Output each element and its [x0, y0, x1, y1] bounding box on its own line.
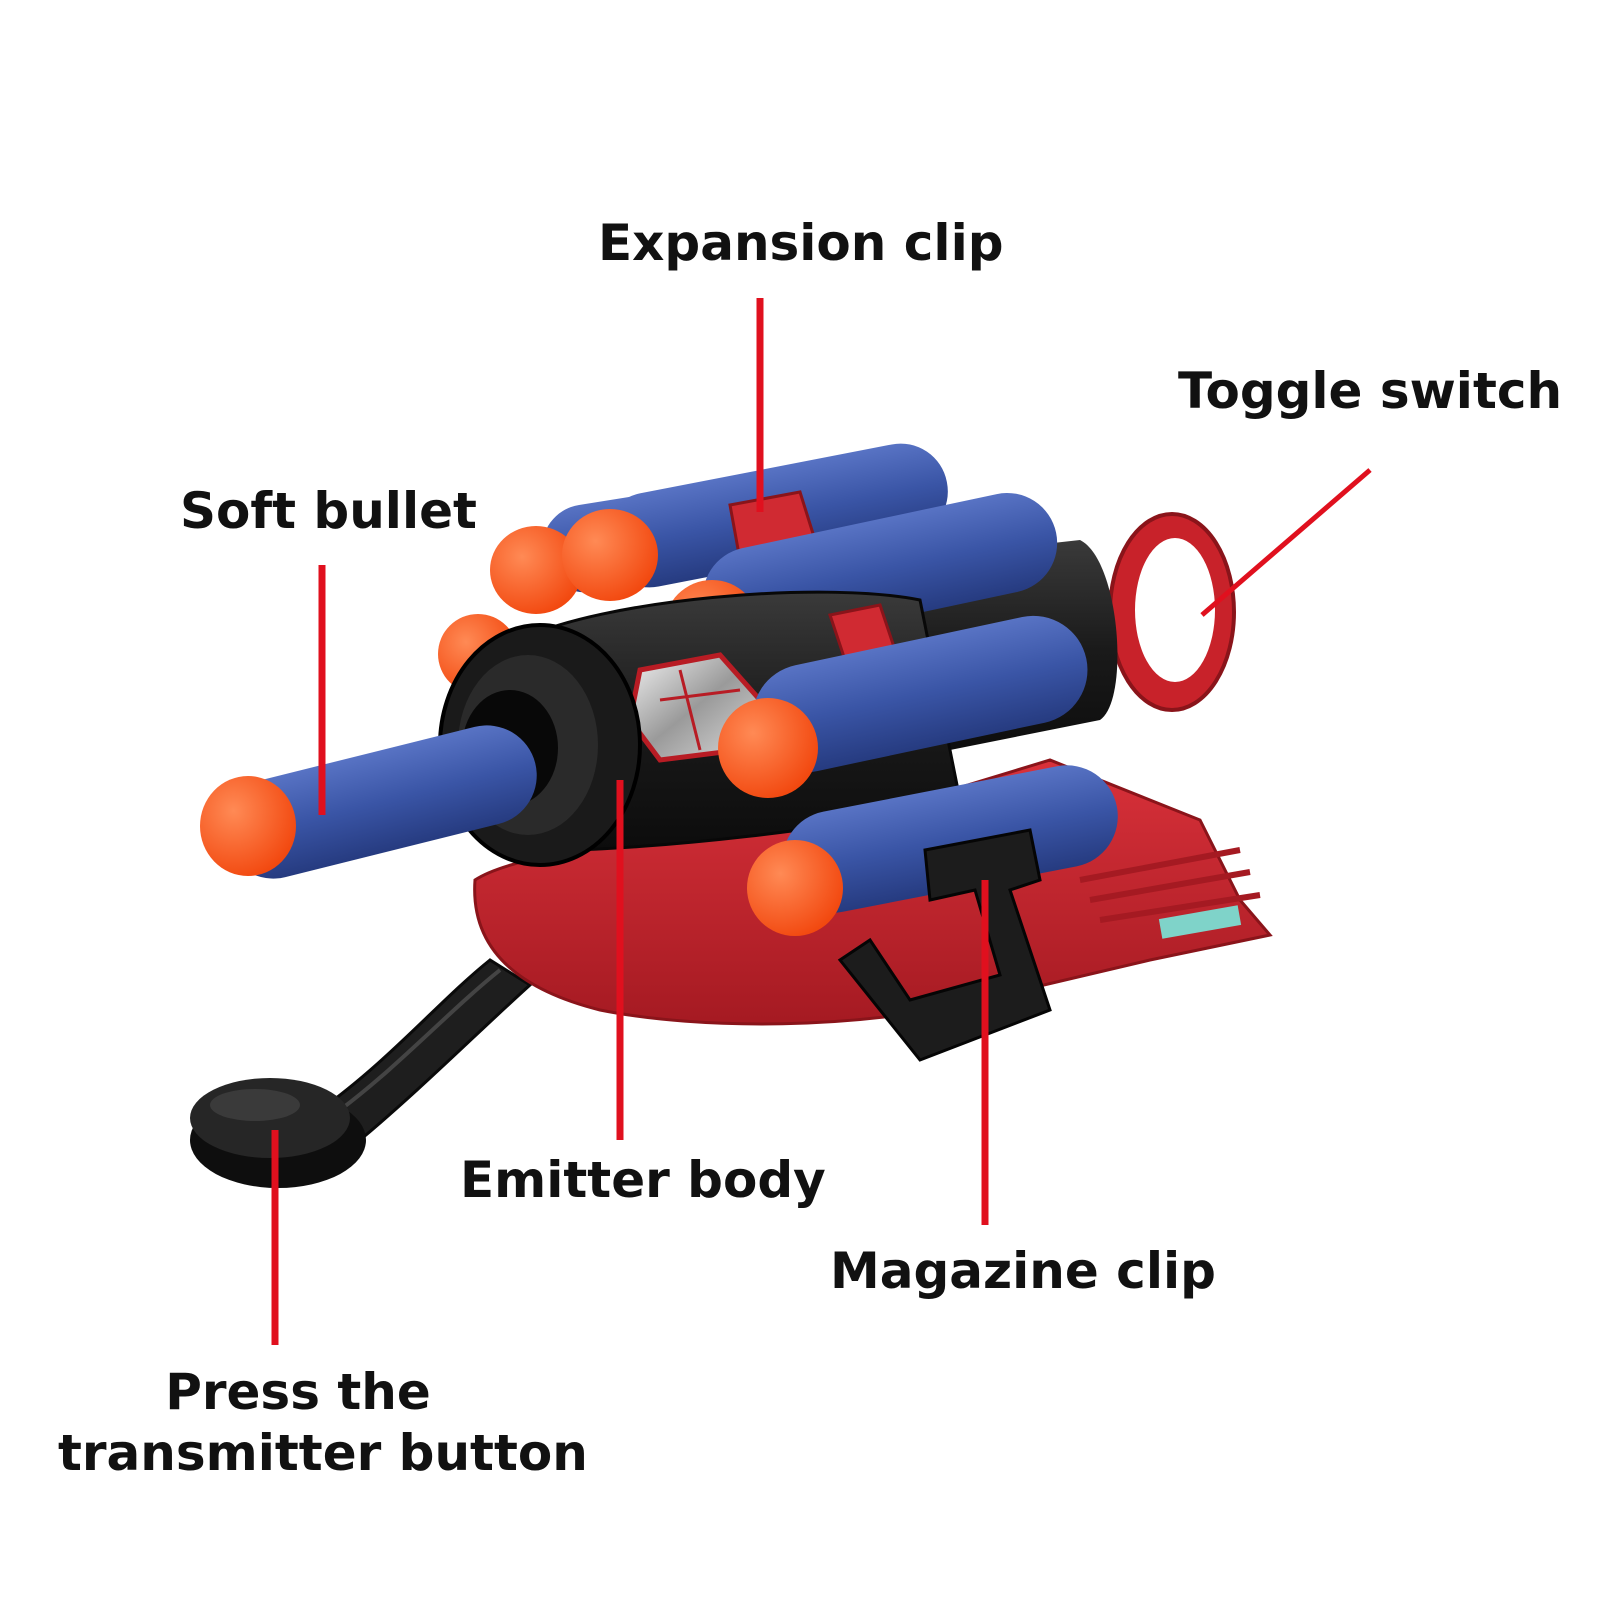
dart-mid-low	[752, 615, 1088, 773]
label-expansion-clip: Expansion clip	[598, 214, 1004, 272]
label-transmitter-button-line2: transmitter button	[58, 1424, 588, 1482]
dart-bottom	[782, 765, 1118, 913]
label-emitter-body: Emitter body	[460, 1151, 826, 1209]
label-toggle-switch: Toggle switch	[1178, 362, 1563, 420]
label-magazine-clip: Magazine clip	[830, 1242, 1216, 1300]
leader-toggle-switch	[1200, 468, 1372, 617]
emitter-body-emblem-lines	[659, 669, 741, 751]
dart-bottom-tip	[747, 840, 843, 936]
lever-strap	[317, 958, 533, 1142]
label-transmitter-button: Press the transmitter button	[58, 1362, 588, 1484]
base-plate-ridges	[1079, 847, 1261, 923]
magazine-clip	[837, 828, 1052, 1062]
transmitter-button-highlight	[210, 1089, 300, 1121]
dart-mid-low-tip	[718, 698, 818, 798]
toggle-switch-ring-inner	[1135, 538, 1215, 682]
soft-bullet-dart	[223, 725, 537, 879]
lever-strap-groove	[338, 968, 502, 1112]
soft-bullet-tip	[200, 776, 296, 876]
label-transmitter-button-line1: Press the	[165, 1363, 431, 1421]
dart-top-back-tip	[490, 526, 582, 614]
teal-accent	[1158, 905, 1242, 939]
dart-top-front-tip	[562, 509, 658, 601]
label-soft-bullet: Soft bullet	[180, 482, 477, 540]
